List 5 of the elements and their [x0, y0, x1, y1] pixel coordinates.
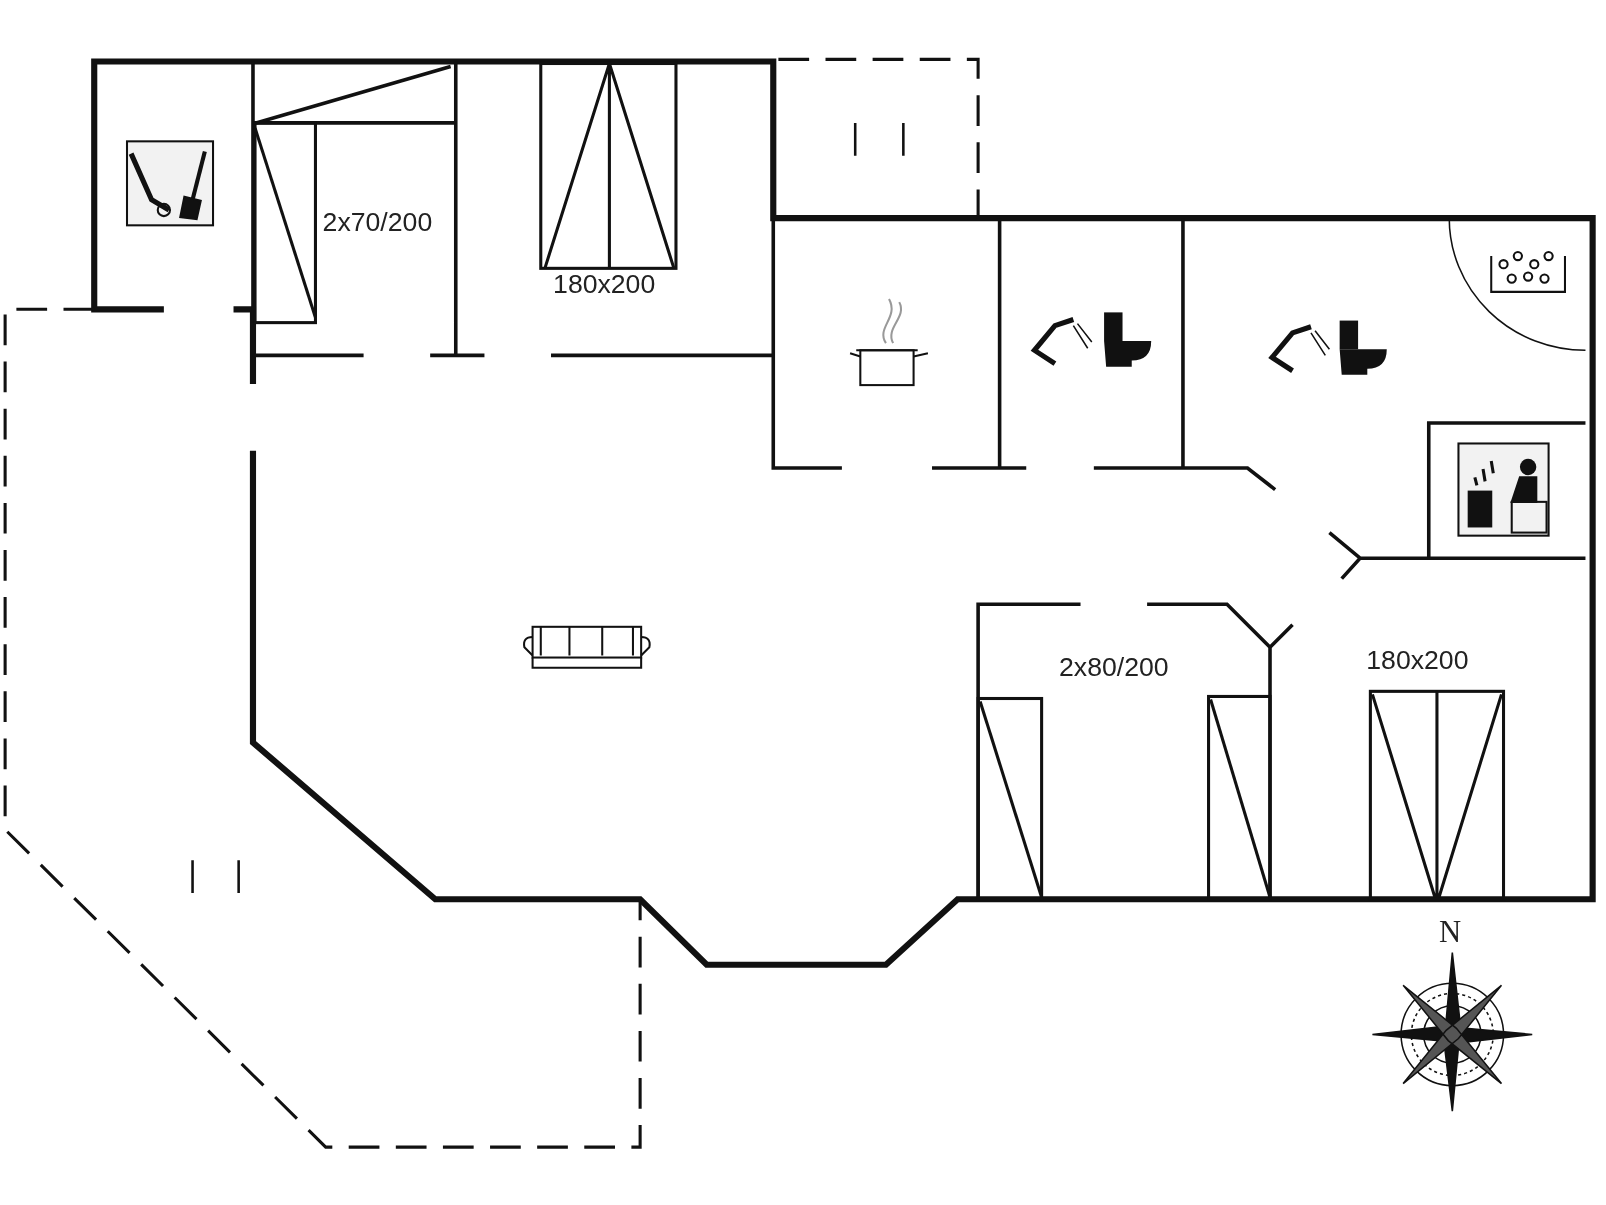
bed-size-label: 2x80/200: [1059, 653, 1169, 681]
bed-size-label: 2x70/200: [322, 208, 433, 236]
bed-size-label: 180x200: [1366, 646, 1469, 673]
compass-north-label: N: [1439, 916, 1462, 948]
bed-size-label: 180x200: [553, 270, 656, 297]
